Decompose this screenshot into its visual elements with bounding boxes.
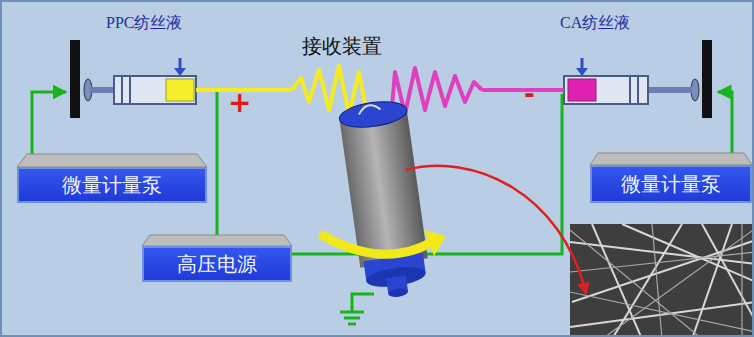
- pump-box: 微量计量泵: [590, 165, 752, 203]
- collector-drum: [338, 98, 433, 302]
- power-supply-box: 高压电源: [142, 246, 292, 282]
- pointer-arrow: [406, 166, 586, 294]
- polarity-sign: -: [524, 80, 535, 109]
- box-label: 微量计量泵: [621, 173, 721, 195]
- solution-label: CA纺丝液: [560, 14, 630, 32]
- polarity-sign: +: [228, 88, 251, 119]
- rotation-arrow: [320, 230, 446, 256]
- ground-symbol: [340, 294, 374, 324]
- pump-box: 微量计量泵: [17, 167, 207, 203]
- sem-image: [570, 224, 754, 337]
- right-syringe: [482, 40, 712, 118]
- box-label: 微量计量泵: [62, 174, 162, 196]
- left-syringe: [70, 40, 292, 118]
- box-label: 高压电源: [177, 253, 257, 275]
- solution-label: PPC纺丝液: [106, 14, 182, 32]
- collector-label: 接收装置: [302, 35, 382, 57]
